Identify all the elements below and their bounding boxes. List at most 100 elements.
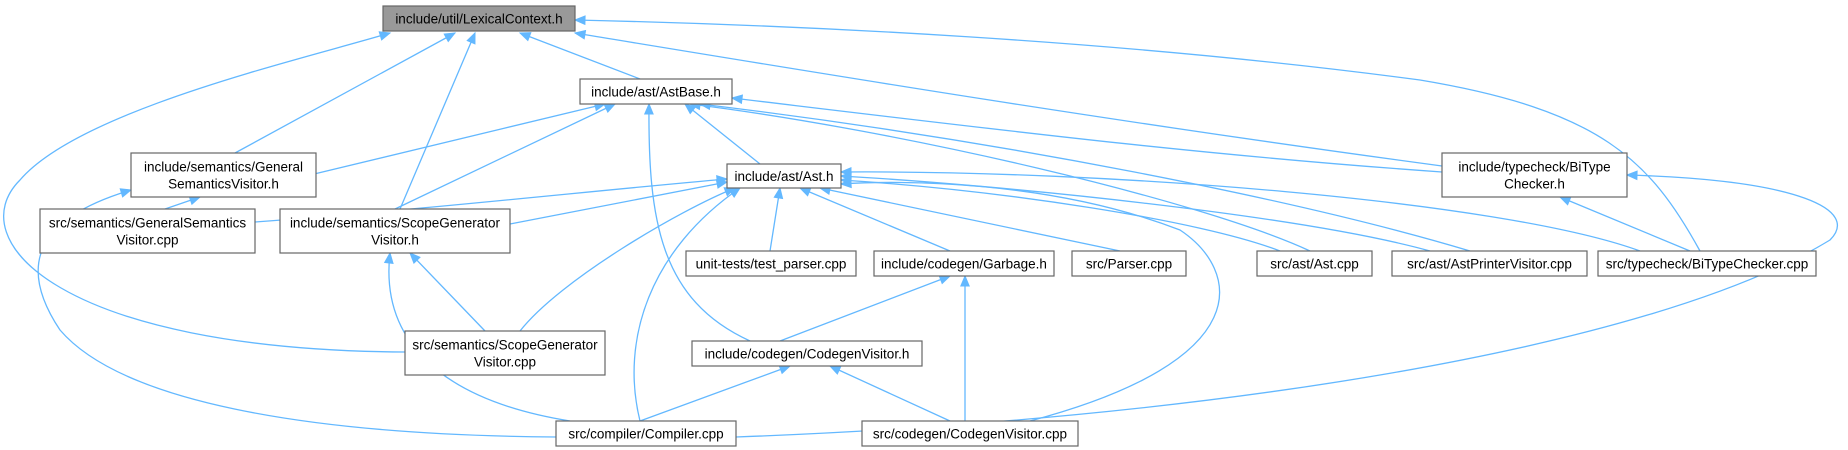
node-label: SemanticsVisitor.h <box>168 177 279 192</box>
node-label: unit-tests/test_parser.cpp <box>696 257 847 272</box>
arrowhead <box>378 31 392 41</box>
node-ast_cpp[interactable]: src/ast/Ast.cpp <box>1256 250 1373 277</box>
node-box <box>1256 250 1373 277</box>
arrowhead <box>728 187 742 199</box>
node-box <box>555 420 737 447</box>
node-label: src/typecheck/BiTypeChecker.cpp <box>1606 257 1809 272</box>
arrowhead <box>839 166 852 177</box>
node-label: include/codegen/Garbage.h <box>881 257 1047 272</box>
edge-bitype_cpp-to-bitype_h <box>1558 196 1691 252</box>
node-astprinter_cpp[interactable]: src/ast/AstPrinterVisitor.cpp <box>1391 250 1588 277</box>
edge-codegenvis_cpp-to-codegenvis_h <box>828 365 951 422</box>
edge-codegenvis_h-to-astbase <box>643 102 751 342</box>
node-bitype_cpp[interactable]: src/typecheck/BiTypeChecker.cpp <box>1597 250 1817 277</box>
arrowhead <box>409 252 421 265</box>
edge-codegenvis_cpp-to-ast_h <box>839 178 1221 422</box>
node-label: src/compiler/Compiler.cpp <box>568 427 723 442</box>
arrowhead <box>119 188 133 198</box>
node-box <box>279 208 511 254</box>
node-box <box>691 340 923 367</box>
node-box <box>382 5 576 32</box>
edge-bitype_h-to-astbase <box>730 94 1443 173</box>
node-label: include/util/LexicalContext.h <box>395 12 562 27</box>
edge-codegenvis_cpp-to-garbage_h <box>960 274 970 421</box>
node-gensemvis_cpp[interactable]: src/semantics/GeneralSemanticsVisitor.cp… <box>39 208 256 254</box>
node-box <box>1441 152 1628 198</box>
node-box <box>1597 250 1817 277</box>
node-astbase[interactable]: include/ast/AstBase.h <box>579 78 733 105</box>
arrowhead <box>715 179 729 189</box>
node-box <box>1071 250 1187 277</box>
edge-garbage_h-to-ast_h <box>798 187 951 252</box>
arrowhead <box>828 365 842 375</box>
node-label: src/codegen/CodegenVisitor.cpp <box>873 427 1067 442</box>
nodes-layer: include/util/LexicalContext.h include/ast… <box>39 5 1817 447</box>
edge-bitype_h-to-lexical <box>573 29 1443 167</box>
node-box <box>130 152 317 198</box>
arrowhead <box>960 274 970 287</box>
edge-test_parser-to-ast_h <box>769 186 784 252</box>
edge-scopegen_cpp-to-scopegen_h <box>409 252 486 332</box>
edge-astprinter_cpp-to-ast_h <box>839 171 1431 252</box>
node-box <box>39 208 256 254</box>
edge-scopegen_h-to-lexical <box>399 31 476 210</box>
edge-gensemvis_cpp-to-gensemvis_h <box>164 195 202 210</box>
arrowhead <box>938 275 952 285</box>
arrowhead <box>1558 196 1572 206</box>
arrowhead <box>778 364 792 375</box>
node-codegenvis_cpp[interactable]: src/codegen/CodegenVisitor.cpp <box>861 420 1079 447</box>
node-label: src/ast/AstPrinterVisitor.cpp <box>1407 257 1572 272</box>
arrowhead <box>443 32 457 43</box>
node-label: src/semantics/GeneralSemantics <box>49 216 247 231</box>
node-garbage_h[interactable]: include/codegen/Garbage.h <box>873 250 1055 277</box>
edge-codegenvis_h-to-garbage_h <box>779 275 952 342</box>
node-scopegen_h[interactable]: include/semantics/ScopeGeneratorVisitor.… <box>279 208 511 254</box>
node-bitype_h[interactable]: include/typecheck/BiTypeChecker.h <box>1441 152 1628 198</box>
edge-compiler_cpp-to-bitype_h <box>735 170 1838 438</box>
node-label: include/ast/Ast.h <box>734 169 833 184</box>
edge-astbase-to-lexical <box>518 32 641 80</box>
node-label: include/ast/AstBase.h <box>591 85 721 100</box>
node-parser_cpp[interactable]: src/Parser.cpp <box>1071 250 1187 277</box>
edge-scopegen_cpp-to-lexical <box>3 31 406 353</box>
edge-scopegen_h-to-astbase <box>394 103 617 210</box>
edge-gensemvis_h-to-lexical <box>234 32 457 154</box>
node-label: Visitor.h <box>371 233 419 248</box>
node-lexical[interactable]: include/util/LexicalContext.h <box>382 5 576 32</box>
edges-layer <box>3 15 1838 438</box>
node-box <box>726 163 842 189</box>
node-box <box>685 250 857 277</box>
node-codegenvis_h[interactable]: include/codegen/CodegenVisitor.h <box>691 340 923 367</box>
arrowhead <box>573 29 587 40</box>
node-gensemvis_h[interactable]: include/semantics/GeneralSemanticsVisito… <box>130 152 317 198</box>
node-compiler_cpp[interactable]: src/compiler/Compiler.cpp <box>555 420 737 447</box>
arrowhead <box>798 187 812 197</box>
node-label: src/ast/Ast.cpp <box>1270 257 1359 272</box>
node-label: Visitor.cpp <box>116 233 178 248</box>
edge-gensemvis_h-to-astbase <box>309 101 607 176</box>
node-label: include/semantics/General <box>144 160 303 175</box>
node-box <box>1391 250 1588 277</box>
node-test_parser[interactable]: unit-tests/test_parser.cpp <box>685 250 857 277</box>
edge-bitype_cpp-to-ast_h <box>839 166 1641 252</box>
node-box <box>861 420 1079 447</box>
arrowhead <box>383 251 394 264</box>
edge-compiler_cpp-to-codegenvis_h <box>639 364 792 422</box>
node-label: src/Parser.cpp <box>1086 257 1172 272</box>
arrowhead <box>839 178 852 189</box>
node-box <box>873 250 1055 277</box>
arrowhead <box>603 103 617 113</box>
arrowhead <box>466 31 476 45</box>
node-label: include/semantics/ScopeGenerator <box>290 216 501 231</box>
node-box <box>404 330 606 376</box>
node-ast_h[interactable]: include/ast/Ast.h <box>726 163 842 189</box>
arrowhead <box>573 15 586 26</box>
arrowhead <box>683 103 697 115</box>
edge-bitype_cpp-to-lexical <box>573 15 1701 252</box>
node-label: include/codegen/CodegenVisitor.h <box>705 347 910 362</box>
node-label: Checker.h <box>1504 177 1565 192</box>
node-label: src/semantics/ScopeGenerator <box>412 338 598 353</box>
edge-scopegen_h-to-ast_h <box>509 179 729 225</box>
arrowhead <box>730 94 744 105</box>
